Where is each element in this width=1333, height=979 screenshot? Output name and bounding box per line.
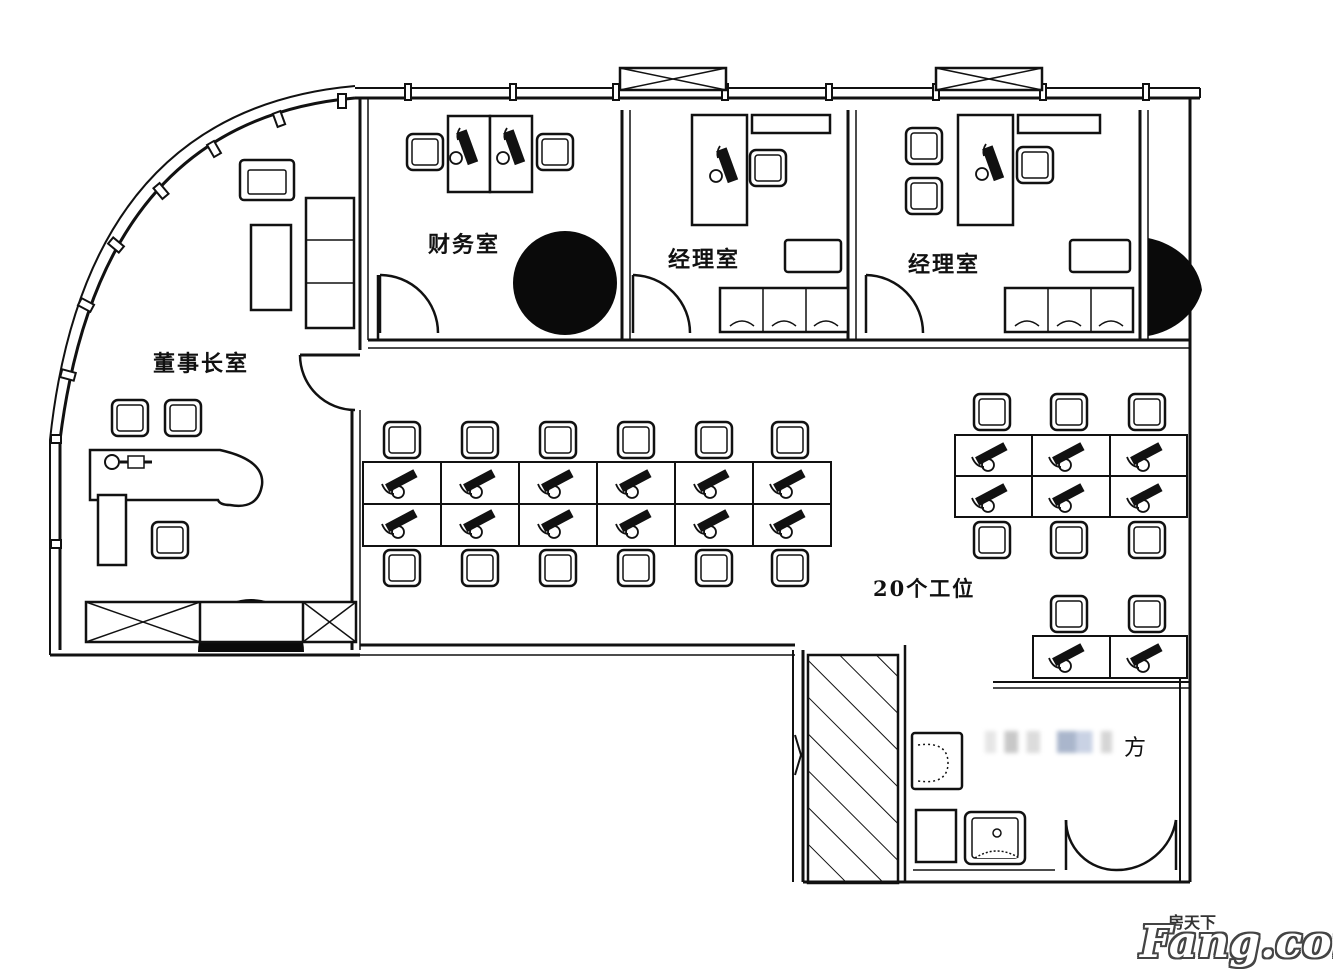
columns — [618, 66, 1044, 92]
label-chairman-office: 董事长室 — [153, 351, 250, 377]
workstation-block-left — [362, 420, 832, 588]
pantry-fixtures — [910, 731, 1027, 866]
manager-room-1-furniture — [690, 113, 850, 334]
watermark-small: 房天下 — [1168, 913, 1217, 932]
label-finance-room: 财务室 — [428, 232, 501, 258]
workstation-block-small — [1032, 594, 1188, 679]
elevator-core — [806, 653, 900, 885]
workstation-block-right — [954, 392, 1188, 560]
interior-walls — [300, 98, 1190, 882]
blurred-label — [985, 731, 1123, 753]
chairman-room-furniture — [84, 158, 358, 644]
label-workstations: 20个工位 — [873, 576, 976, 601]
window-mullions — [50, 83, 1150, 549]
label-blurred-tail: 方 — [1124, 736, 1149, 761]
manager-room-2-furniture — [956, 113, 1135, 334]
watermark-brand: Fang.com — [1140, 917, 1333, 968]
label-manager-room-1: 经理室 — [668, 247, 741, 273]
door-swings — [298, 273, 1178, 872]
outer-walls — [49, 85, 1201, 884]
label-manager-room-2: 经理室 — [908, 252, 981, 278]
